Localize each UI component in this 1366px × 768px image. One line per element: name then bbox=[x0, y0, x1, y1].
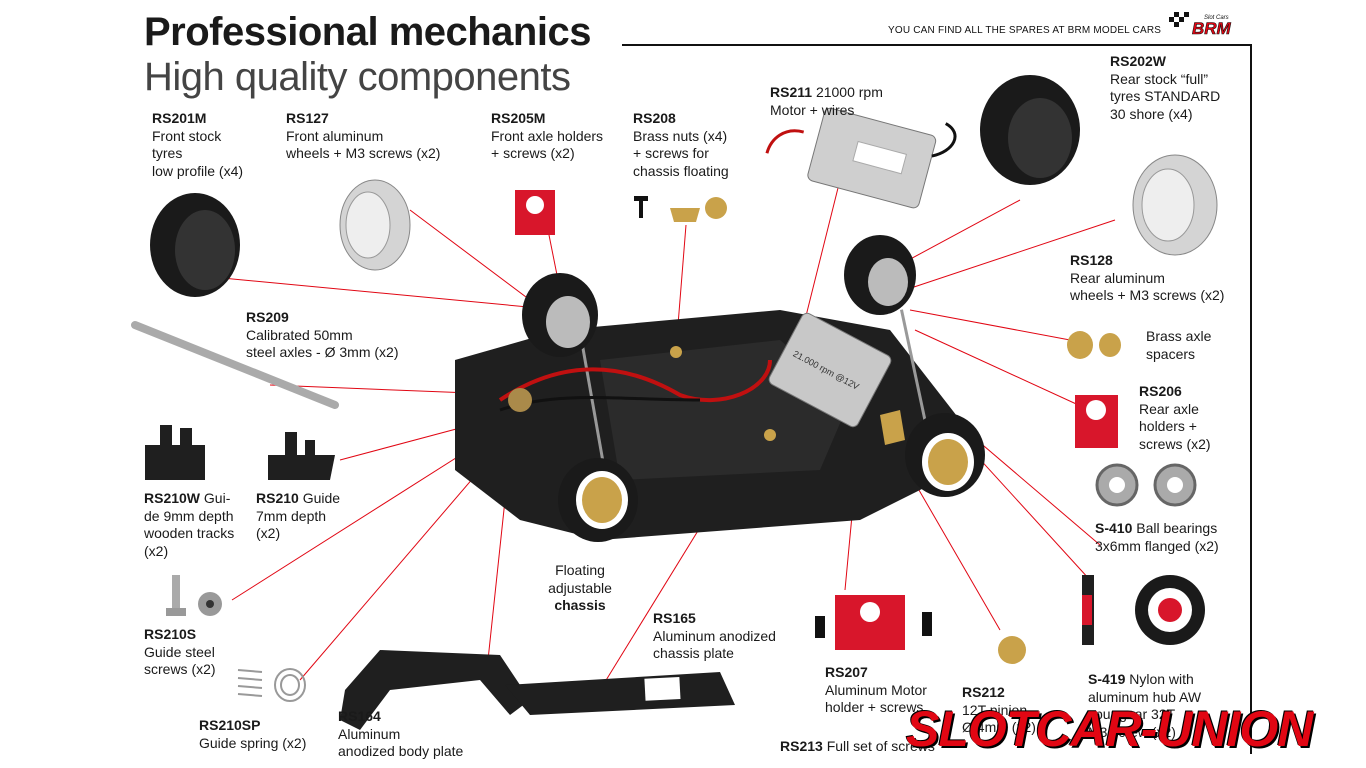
rear-axle-holder-part bbox=[1075, 395, 1118, 448]
label-rs205m: RS205M Front axle holders+ screws (x2) bbox=[491, 110, 604, 161]
brass-nuts-part bbox=[634, 196, 727, 222]
spur-gear-part bbox=[1082, 575, 1205, 645]
front-axle-holder-part bbox=[515, 190, 555, 235]
pinion-part bbox=[998, 636, 1026, 664]
chassis-plate-part bbox=[505, 672, 735, 715]
brm-logo: Slot Cars BRM bbox=[1168, 10, 1248, 36]
brass-spacers-part bbox=[1067, 331, 1121, 359]
guide-wooden-part bbox=[145, 425, 205, 480]
logo-small-text: Slot Cars bbox=[1204, 15, 1229, 21]
brm-logo-graphic: Slot Cars BRM bbox=[1169, 12, 1232, 36]
motor-part bbox=[765, 107, 957, 209]
watermark-logo: SLOTCAR-UNION bbox=[906, 701, 1313, 757]
logo-main-text: BRM bbox=[1192, 19, 1232, 36]
chassis-assembly: 21.000 rpm @12V bbox=[455, 235, 985, 542]
guide-screws-part bbox=[166, 575, 222, 616]
label-rs210: RS210 Guide 7mm depth(x2) bbox=[256, 490, 341, 541]
rear-wheel-part bbox=[1132, 154, 1218, 256]
rear-tyre-part bbox=[980, 75, 1080, 185]
body-plate-part bbox=[340, 650, 530, 730]
motor-holder-part bbox=[815, 595, 932, 650]
ball-bearings-part bbox=[1095, 463, 1197, 507]
guide-part bbox=[268, 432, 335, 480]
label-rs211: RS211 21000 rpm Motor + wires bbox=[770, 84, 883, 118]
page-subtitle: High quality components bbox=[144, 55, 571, 99]
front-wheel-part bbox=[339, 179, 411, 271]
spares-tagline: YOU CAN FIND ALL THE SPARES AT BRM MODEL… bbox=[888, 25, 1162, 36]
page-title: Professional mechanics bbox=[144, 10, 591, 54]
header-divider bbox=[622, 44, 1252, 46]
label-s410: S-410 Ball bearings 3x6mm flanged (x2) bbox=[1095, 520, 1219, 554]
guide-spring-part bbox=[237, 668, 306, 702]
label-rs210sp: RS210SP Guide spring (x2) bbox=[199, 717, 307, 751]
right-border bbox=[1250, 44, 1252, 754]
steel-axle-part bbox=[131, 321, 339, 409]
front-tyre-part bbox=[150, 193, 240, 297]
label-rs213: RS213 Full set of screws bbox=[780, 738, 935, 754]
